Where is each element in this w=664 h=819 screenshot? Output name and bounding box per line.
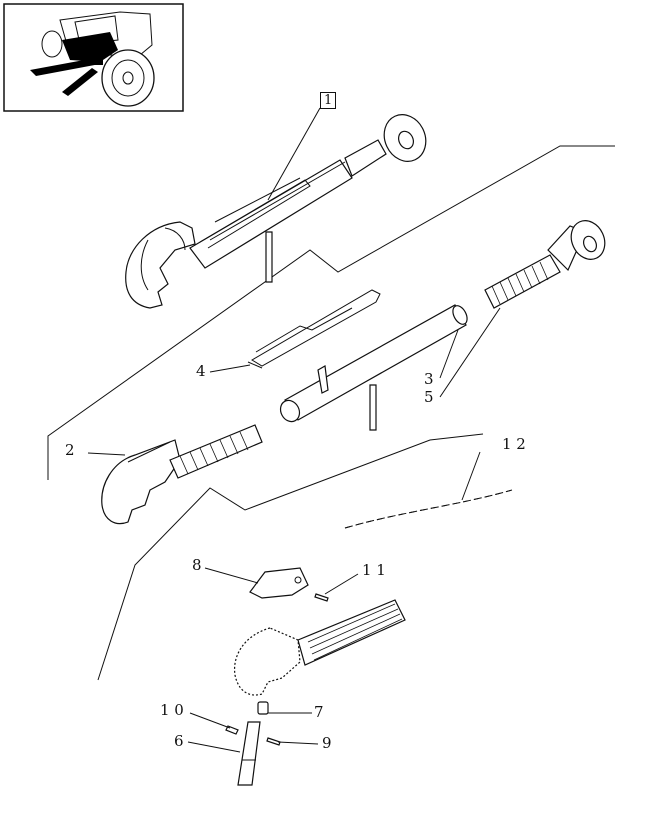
callout-6: 6 bbox=[174, 732, 184, 750]
callout-3: 3 bbox=[424, 370, 434, 388]
callout-7: 7 bbox=[314, 703, 324, 721]
hook-with-threaded-rod bbox=[101, 424, 263, 525]
locking-clip bbox=[247, 289, 381, 369]
hook-body bbox=[233, 599, 406, 696]
shaft bbox=[237, 721, 261, 786]
callout-9: 9 bbox=[322, 734, 332, 752]
callout-11: 1 1 bbox=[362, 561, 386, 579]
top-link-assembly bbox=[125, 114, 427, 309]
callout-12: 1 2 bbox=[502, 435, 526, 453]
tractor-locator-icon bbox=[30, 11, 155, 107]
callout-4: 4 bbox=[196, 362, 206, 380]
callout-1: 1 bbox=[320, 92, 337, 109]
assembly-outline-lines bbox=[47, 145, 615, 681]
callout-2: 2 bbox=[65, 441, 75, 459]
callout-5: 5 bbox=[424, 388, 434, 406]
callout-8: 8 bbox=[192, 556, 202, 574]
pin-9 bbox=[266, 737, 281, 746]
threaded-rod-with-eye bbox=[484, 220, 606, 309]
chain bbox=[344, 489, 513, 529]
callout-10: 1 0 bbox=[160, 701, 184, 719]
bushing bbox=[257, 701, 269, 715]
latch-plate bbox=[249, 567, 309, 599]
inset-tractor-thumbnail bbox=[3, 3, 184, 112]
small-pin-11 bbox=[314, 593, 329, 602]
top-link-tube bbox=[279, 304, 468, 431]
leader-lines bbox=[87, 107, 501, 753]
